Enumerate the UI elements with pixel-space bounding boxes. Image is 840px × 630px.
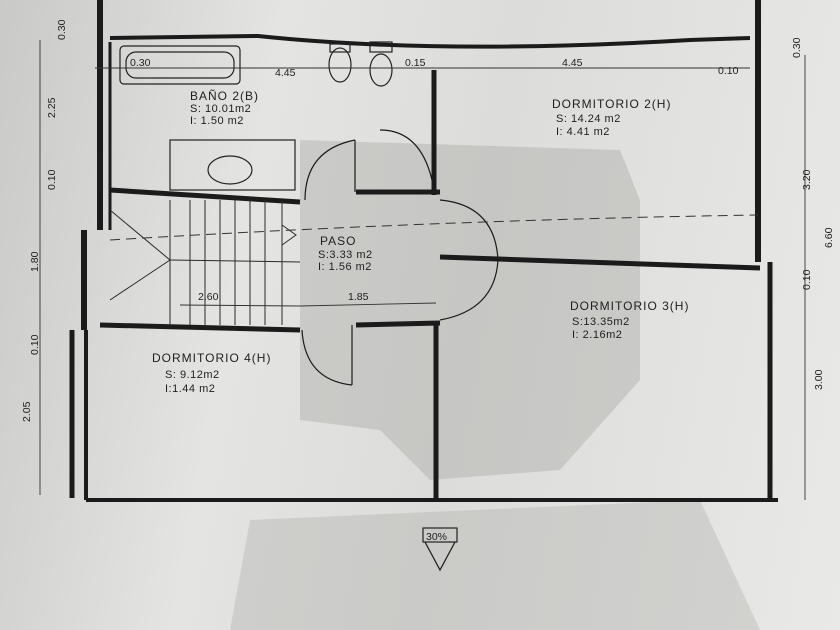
dim-right-dorm3: 3.00 [813, 369, 825, 390]
dim-dorm2-width: 4.45 [562, 57, 583, 69]
paso-area: S:3.33 m2 [318, 249, 373, 261]
bath-fixtures [119, 41, 393, 191]
dim-top-right-wall: 0.30 [791, 37, 803, 58]
roof-slope: 30% [426, 531, 447, 543]
dorm3-name: DORMITORIO 3(H) [570, 299, 689, 313]
dim-right-dorm2: 3.20 [801, 169, 813, 190]
dim-left-bath-height: 2.25 [46, 97, 58, 118]
dorm4-ventilation: I:1.44 m2 [165, 383, 215, 395]
phone-shadow [230, 500, 760, 630]
dim-right-total: 6.60 [823, 227, 835, 248]
dorm2-name: DORMITORIO 2(H) [552, 97, 671, 111]
dim-paso-width: 1.85 [348, 291, 369, 303]
dim-left-stair: 1.80 [29, 251, 41, 272]
dorm3-area: S:13.35m2 [572, 316, 630, 328]
dim-right-wall-small: 0.10 [801, 269, 813, 290]
bano2-area: S: 10.01m2 [190, 103, 251, 115]
dim-left-wall-a: 0.10 [46, 169, 58, 190]
dim-left-dorm4: 2.05 [21, 401, 33, 422]
dim-right-wall: 0.10 [718, 65, 739, 77]
dorm4-name: DORMITORIO 4(H) [152, 351, 271, 365]
stairs [109, 200, 301, 325]
dim-stair-width: 2.60 [198, 291, 219, 303]
paso-name: PASO [320, 234, 356, 248]
dim-bath-width: 4.45 [275, 67, 296, 79]
bano2-name: BAÑO 2(B) [190, 89, 259, 103]
dorm3-ventilation: I: 2.16m2 [572, 329, 622, 341]
dim-left-wall-b: 0.10 [29, 334, 41, 355]
dorm4-area: S: 9.12m2 [165, 369, 220, 381]
dim-top-left-wall: 0.30 [56, 19, 68, 40]
ceiling-line [109, 214, 759, 241]
slope-box [422, 527, 458, 543]
dimension-lines [39, 40, 806, 500]
dim-bath-top: 0.30 [130, 57, 151, 69]
doors [301, 129, 499, 386]
paso-ventilation: I: 1.56 m2 [318, 261, 372, 273]
slope-arrow-icon [424, 541, 456, 572]
dim-mid-wall: 0.15 [405, 57, 426, 69]
dorm2-area: S: 14.24 m2 [556, 113, 621, 125]
dorm2-ventilation: I: 4.41 m2 [556, 126, 610, 138]
bano2-ventilation: I: 1.50 m2 [190, 115, 244, 127]
walls [69, 0, 778, 502]
